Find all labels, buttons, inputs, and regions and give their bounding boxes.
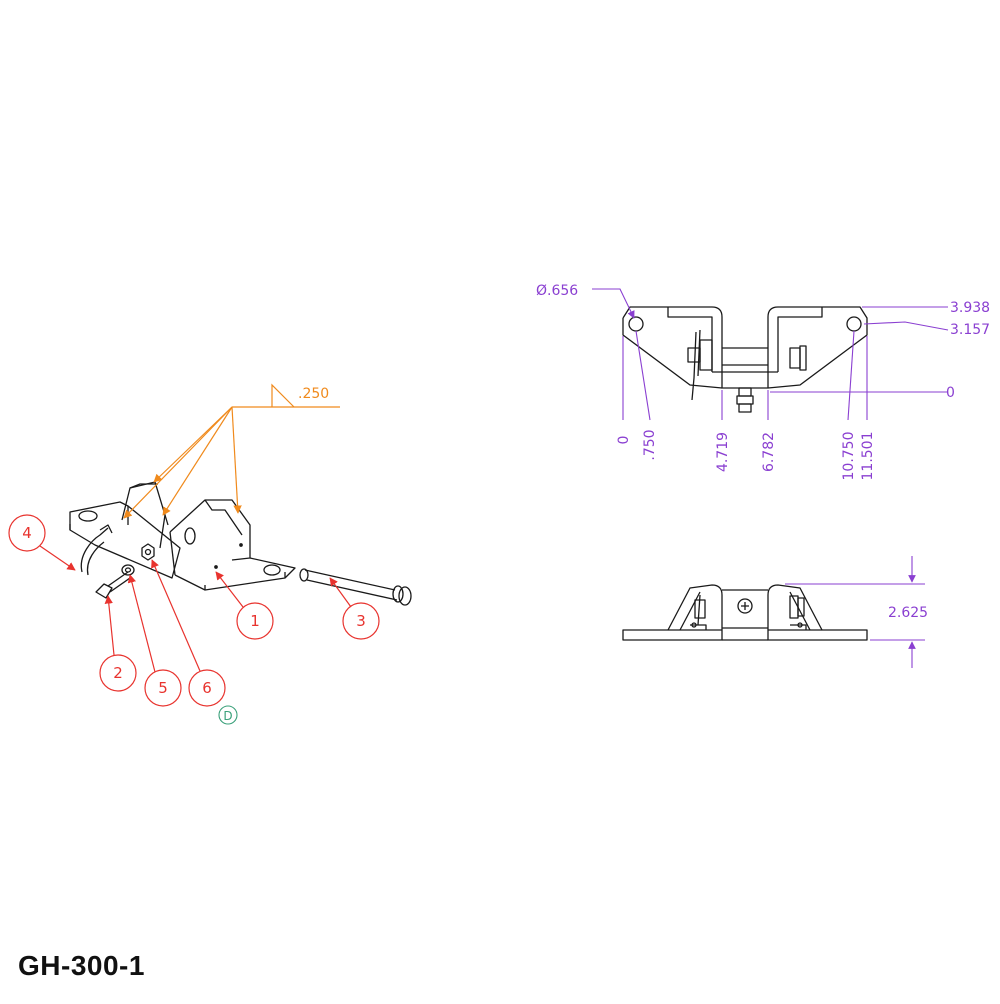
balloon-1: 1 bbox=[250, 612, 260, 630]
balloon-labels: 4 1 3 2 5 6 bbox=[22, 524, 366, 697]
dim-0-bottom: 0 bbox=[616, 436, 632, 445]
revision-marker: D bbox=[223, 709, 232, 723]
top-view-dimensions bbox=[592, 288, 949, 421]
dim-11-501: 11.501 bbox=[860, 432, 876, 481]
balloon-4: 4 bbox=[22, 524, 32, 542]
balloon-5: 5 bbox=[158, 679, 168, 697]
lanyard-clip bbox=[80, 524, 113, 576]
dim-3-157: 3.157 bbox=[950, 322, 990, 338]
dim-6-782: 6.782 bbox=[761, 432, 777, 472]
weld-callout bbox=[123, 383, 340, 519]
pin bbox=[299, 568, 412, 606]
washer bbox=[121, 564, 135, 576]
nut bbox=[141, 543, 155, 561]
dim-3-938: 3.938 bbox=[950, 300, 990, 316]
diameter-dim: Ø.656 bbox=[536, 283, 578, 299]
right-base-plate bbox=[174, 557, 296, 591]
balloons bbox=[8, 514, 380, 707]
dim-0-750: .750 bbox=[642, 429, 658, 460]
balloon-3: 3 bbox=[356, 612, 366, 630]
top-view bbox=[622, 306, 868, 413]
bolt bbox=[95, 571, 131, 599]
dim-4-719: 4.719 bbox=[715, 432, 731, 472]
balloon-6: 6 bbox=[202, 679, 212, 697]
dim-0-right: 0 bbox=[946, 385, 955, 401]
front-view-dimensions bbox=[785, 556, 925, 668]
top-view-dim-text: Ø.656 3.938 3.157 0 0 .750 4.719 6.782 1… bbox=[536, 283, 990, 481]
dim-2-625: 2.625 bbox=[888, 605, 928, 621]
left-bracket bbox=[121, 481, 169, 549]
revision-circle bbox=[218, 705, 238, 725]
part-number: GH-300-1 bbox=[18, 950, 145, 981]
dim-10-750: 10.750 bbox=[841, 432, 857, 481]
left-base-plate bbox=[69, 501, 181, 579]
front-view bbox=[622, 584, 868, 641]
balloon-2: 2 bbox=[113, 664, 123, 682]
isometric-view bbox=[69, 481, 412, 606]
weld-size-label: .250 bbox=[298, 386, 329, 402]
